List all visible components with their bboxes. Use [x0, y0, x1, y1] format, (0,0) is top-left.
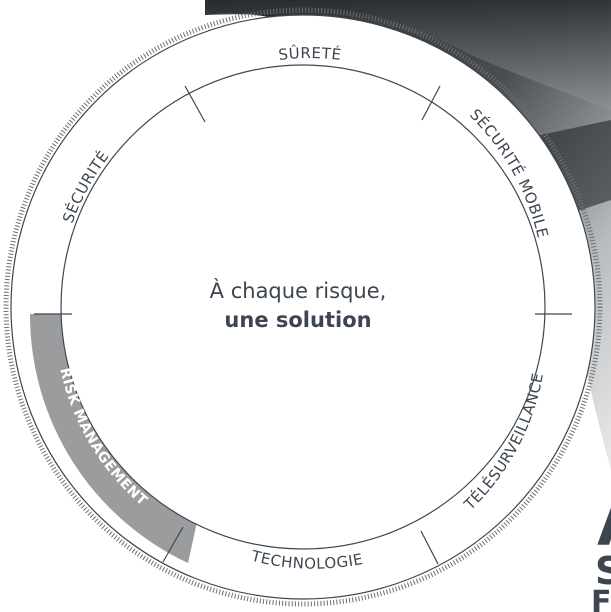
edge-letter-f: F: [591, 585, 611, 612]
segment-label-surete[interactable]: SÛRETÉ: [278, 43, 343, 64]
segment-dividers: [34, 85, 572, 565]
outer-hatched-ring: [3, 7, 603, 607]
edge-letter-s: S: [595, 549, 611, 593]
center-text-line2: une solution: [224, 308, 371, 332]
edge-letter-a: A: [597, 487, 611, 560]
inner-ring-line: [60, 64, 546, 550]
center-text-line1: À chaque risque,: [210, 278, 387, 303]
